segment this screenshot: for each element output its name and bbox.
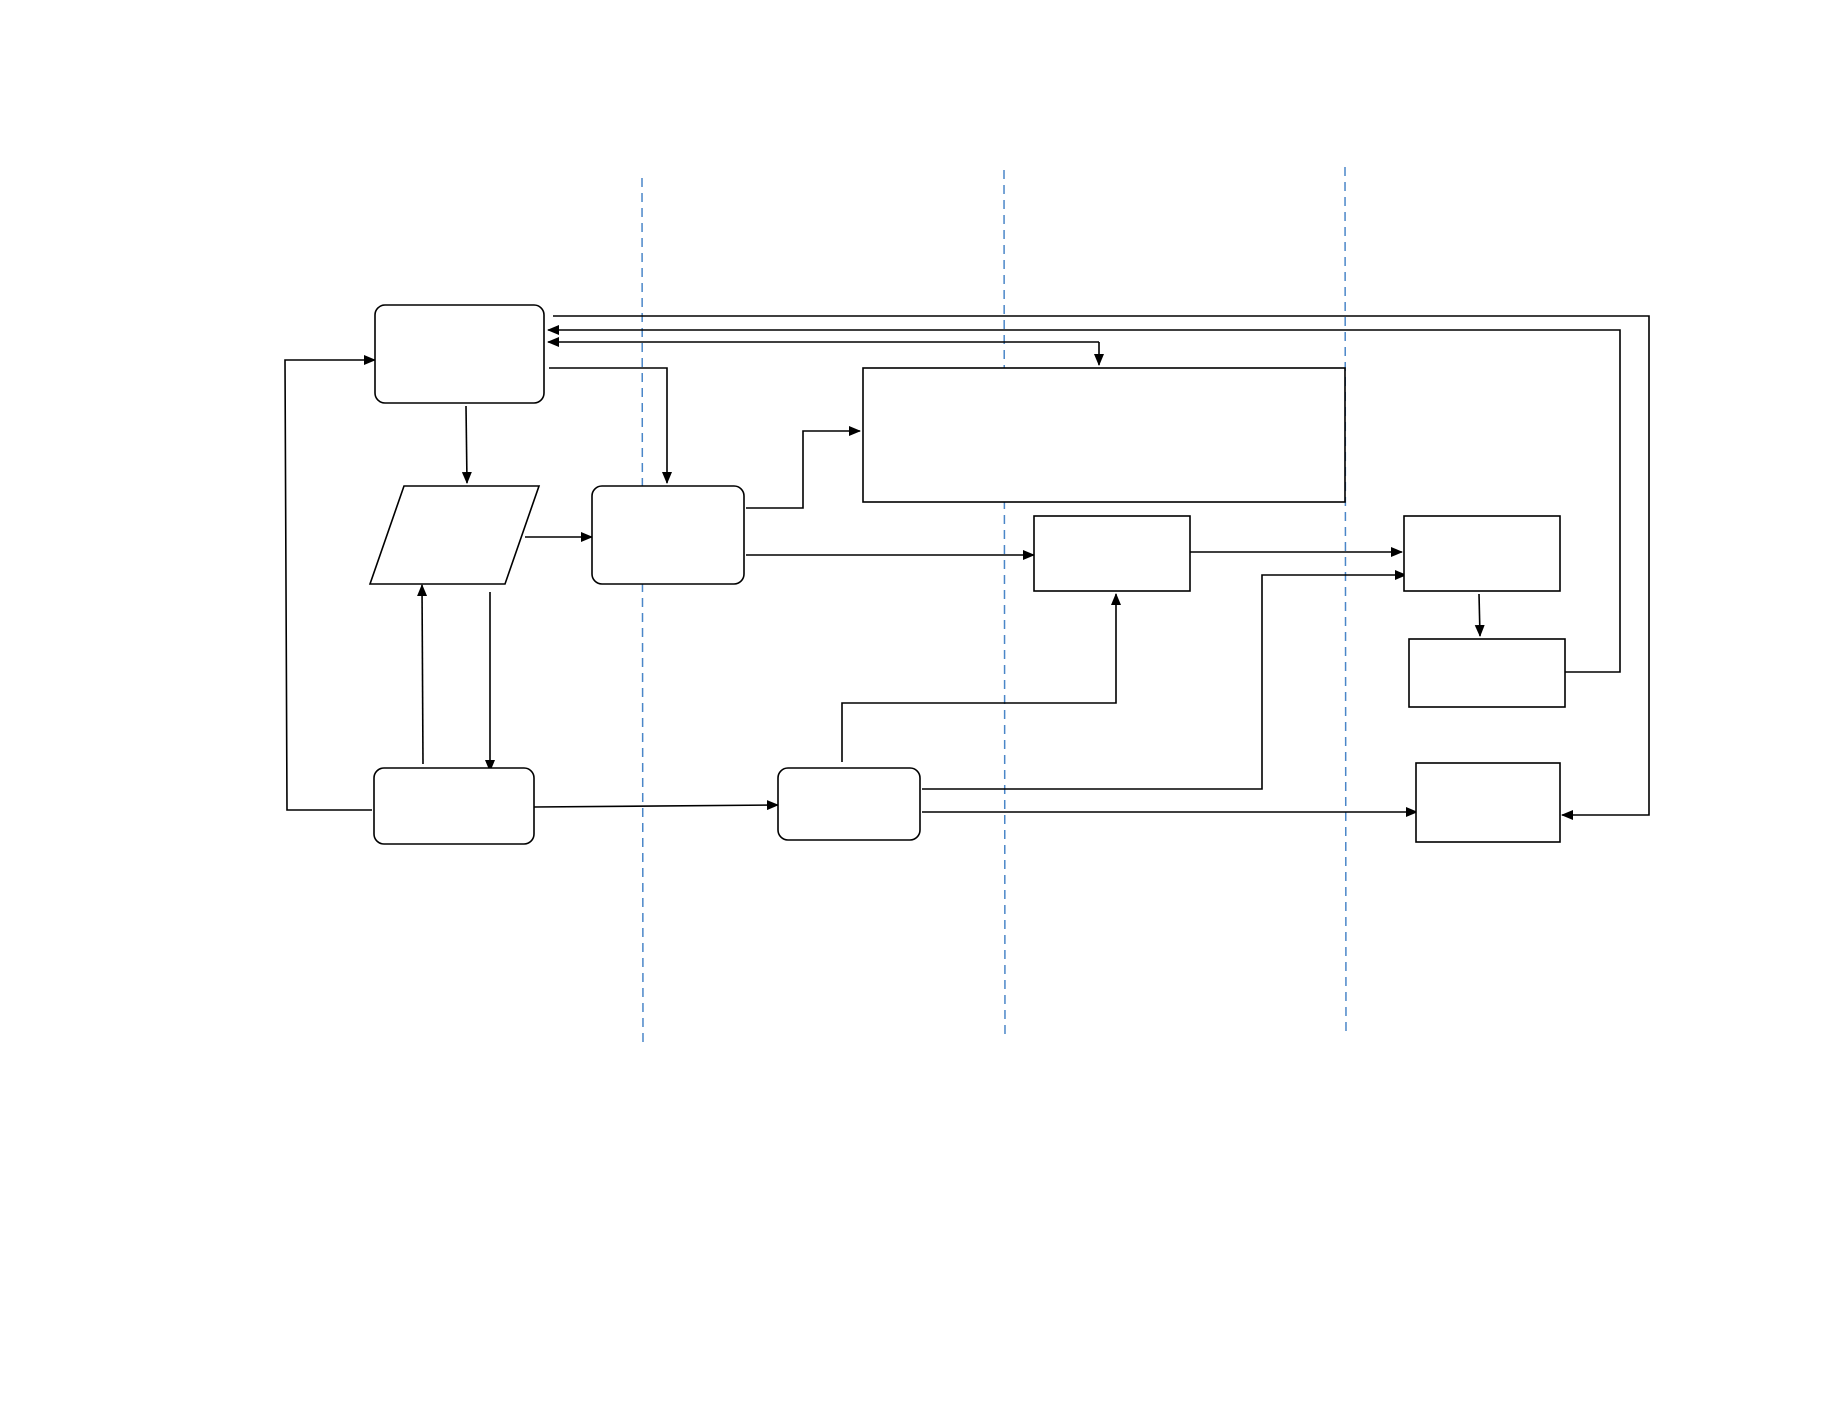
edge-lower-left-to-input [417,584,428,765]
edge-process-a-to-wide-box [746,426,861,509]
edge-start-to-process-a [549,367,672,484]
wide-box [862,367,1346,503]
right-box-middle [1408,638,1566,708]
edge-start-to-input [461,405,472,484]
lane-divider-1 [641,177,644,1046]
lane-divider-2 [1003,169,1006,1041]
lower-left-box [373,767,535,845]
start-box [374,304,545,404]
middle-box [1033,515,1191,592]
connectors [284,315,1650,820]
right-box-bottom [1415,762,1561,843]
input-parallelogram [368,485,541,585]
nodes [368,304,1566,845]
edge-process-b-to-middle-box [841,593,1121,762]
edge-start-to-right-bottom [553,315,1650,820]
lane-divider-3 [1344,166,1347,1036]
edge-lower-left-to-start [284,355,376,811]
right-box-top [1403,515,1561,592]
process-box-b [777,767,921,841]
process-box-a [591,485,745,585]
edge-process-b-to-right-top [922,570,1407,790]
edge-right-top-to-right-middle [1474,593,1485,637]
lane-dividers [641,166,1347,1046]
edge-lower-left-to-process-b [533,800,779,811]
edge-right-middle-to-start [547,325,1621,673]
